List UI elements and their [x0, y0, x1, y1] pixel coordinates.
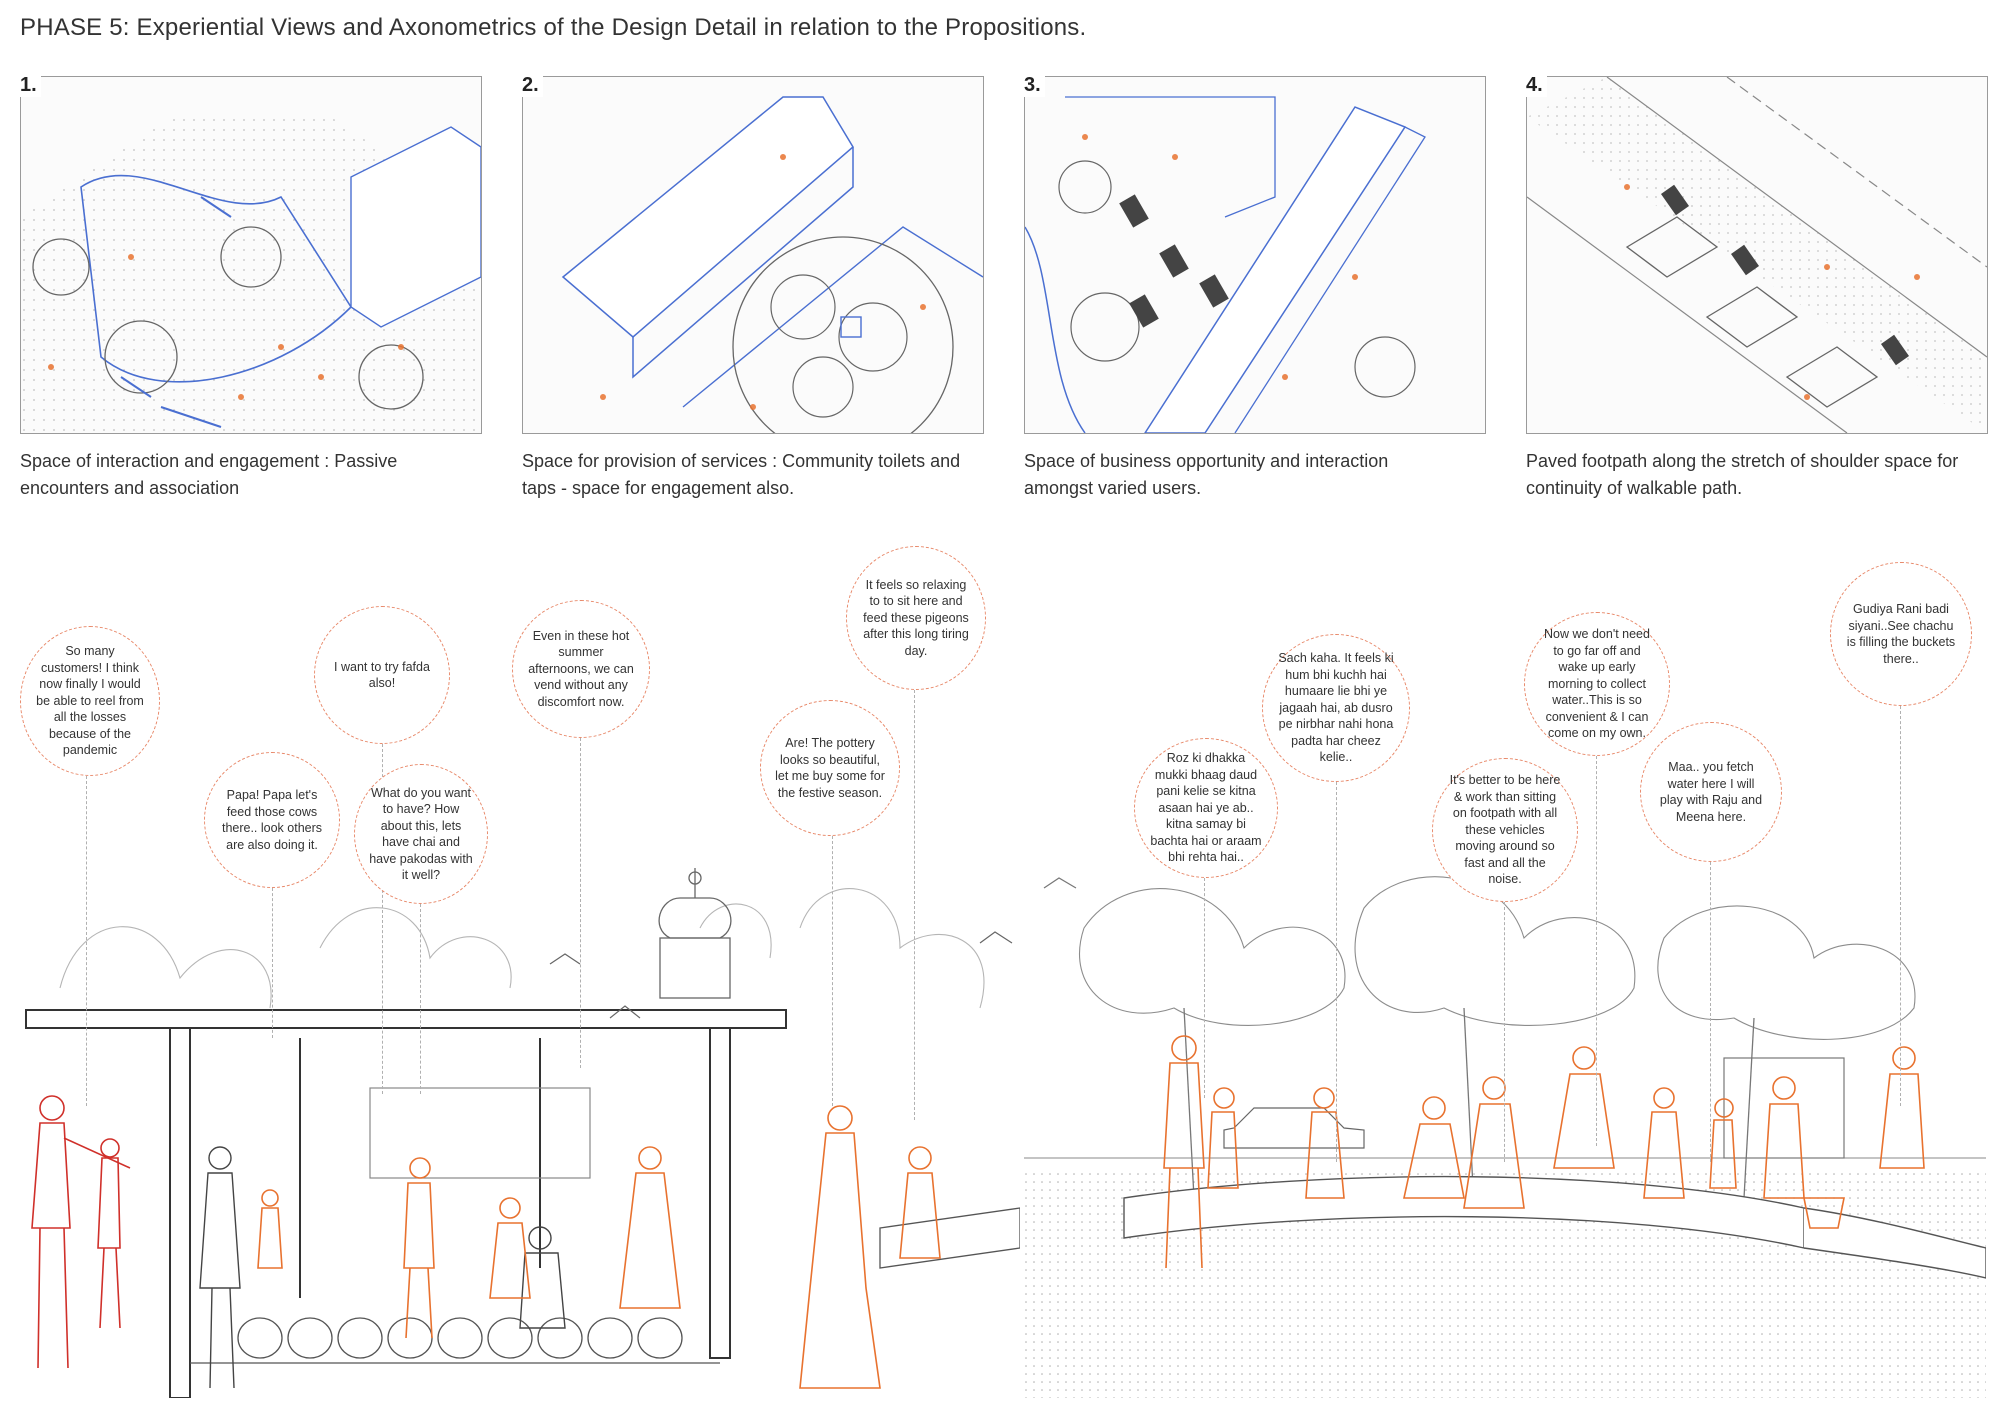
caption-line: Space for provision of services : Commun… — [522, 451, 961, 471]
market-perspective-scene — [20, 868, 1020, 1398]
speech-bubble: What do you want to have? How about this… — [354, 764, 488, 904]
panel-number-2: 2. — [522, 74, 543, 97]
speech-bubble: So many customers! I think now finally I… — [20, 626, 160, 776]
speech-bubble: It feels so relaxing to to sit here and … — [846, 546, 986, 690]
axonometric-drawing-4 — [1527, 77, 1987, 433]
panel-caption-1: Space of interaction and engagement : Pa… — [20, 448, 500, 502]
caption-line: taps - space for engagement also. — [522, 478, 795, 498]
speech-leader-line — [86, 776, 87, 1106]
speech-bubble: Are! The pottery looks so beautiful, let… — [760, 700, 900, 836]
speech-leader-line — [1596, 756, 1597, 1146]
axonometric-panel-1 — [20, 76, 482, 434]
speech-leader-line — [272, 888, 273, 1038]
caption-line: Space of business opportunity and intera… — [1024, 451, 1389, 471]
speech-bubble: Sach kaha. It feels ki hum bhi kuchh hai… — [1262, 634, 1410, 782]
speech-leader-line — [1204, 878, 1205, 1098]
speech-leader-line — [382, 744, 383, 1094]
axonometric-panel-2 — [522, 76, 984, 434]
water-point-perspective-drawing — [1024, 876, 1986, 1398]
speech-leader-line — [1504, 902, 1505, 1162]
speech-leader-line — [914, 690, 915, 1120]
speech-bubble: Roz ki dhakka mukki bhaag daud pani keli… — [1134, 738, 1278, 878]
axonometric-drawing-3 — [1025, 96, 1426, 433]
speech-leader-line — [1900, 706, 1901, 1106]
caption-line: Paved footpath along the stretch of shou… — [1526, 451, 1959, 471]
speech-bubble: Papa! Papa let's feed those cows there..… — [204, 752, 340, 888]
speech-bubble: Gudiya Rani badi siyani..See chachu is f… — [1830, 562, 1972, 706]
water-point-perspective-scene — [1024, 868, 1986, 1398]
speech-bubble: It's better to be here & work than sitti… — [1432, 758, 1578, 902]
speech-bubble: I want to try fafda also! — [314, 606, 450, 744]
speech-bubble: Maa.. you fetch water here I will play w… — [1640, 722, 1782, 862]
panel-number-4: 4. — [1526, 74, 1547, 97]
axonometric-panel-4 — [1526, 76, 1988, 434]
caption-line: amongst varied users. — [1024, 478, 1202, 498]
axonometric-drawing-1 — [21, 117, 481, 433]
speech-leader-line — [580, 738, 581, 1068]
market-perspective-drawing — [25, 868, 1020, 1398]
panel-number-1: 1. — [20, 74, 41, 97]
speech-bubble: Now we don't need to go far off and wake… — [1524, 612, 1670, 756]
axonometric-panel-3 — [1024, 76, 1486, 434]
speech-leader-line — [1336, 782, 1337, 1162]
panel-caption-4: Paved footpath along the stretch of shou… — [1526, 448, 2000, 502]
caption-line: encounters and association — [20, 478, 240, 498]
page-title: PHASE 5: Experiential Views and Axonomet… — [20, 14, 1087, 41]
caption-line: Space of interaction and engagement : Pa… — [20, 451, 398, 471]
speech-bubble: Even in these hot summer afternoons, we … — [512, 600, 650, 738]
panel-number-3: 3. — [1024, 74, 1045, 97]
panel-caption-2: Space for provision of services : Commun… — [522, 448, 1002, 502]
axonometric-drawing-2 — [561, 96, 983, 433]
caption-line: continuity of walkable path. — [1526, 478, 1743, 498]
speech-leader-line — [1710, 862, 1711, 1162]
speech-leader-line — [832, 836, 833, 1106]
speech-leader-line — [420, 904, 421, 1094]
panel-caption-3: Space of business opportunity and intera… — [1024, 448, 1504, 502]
